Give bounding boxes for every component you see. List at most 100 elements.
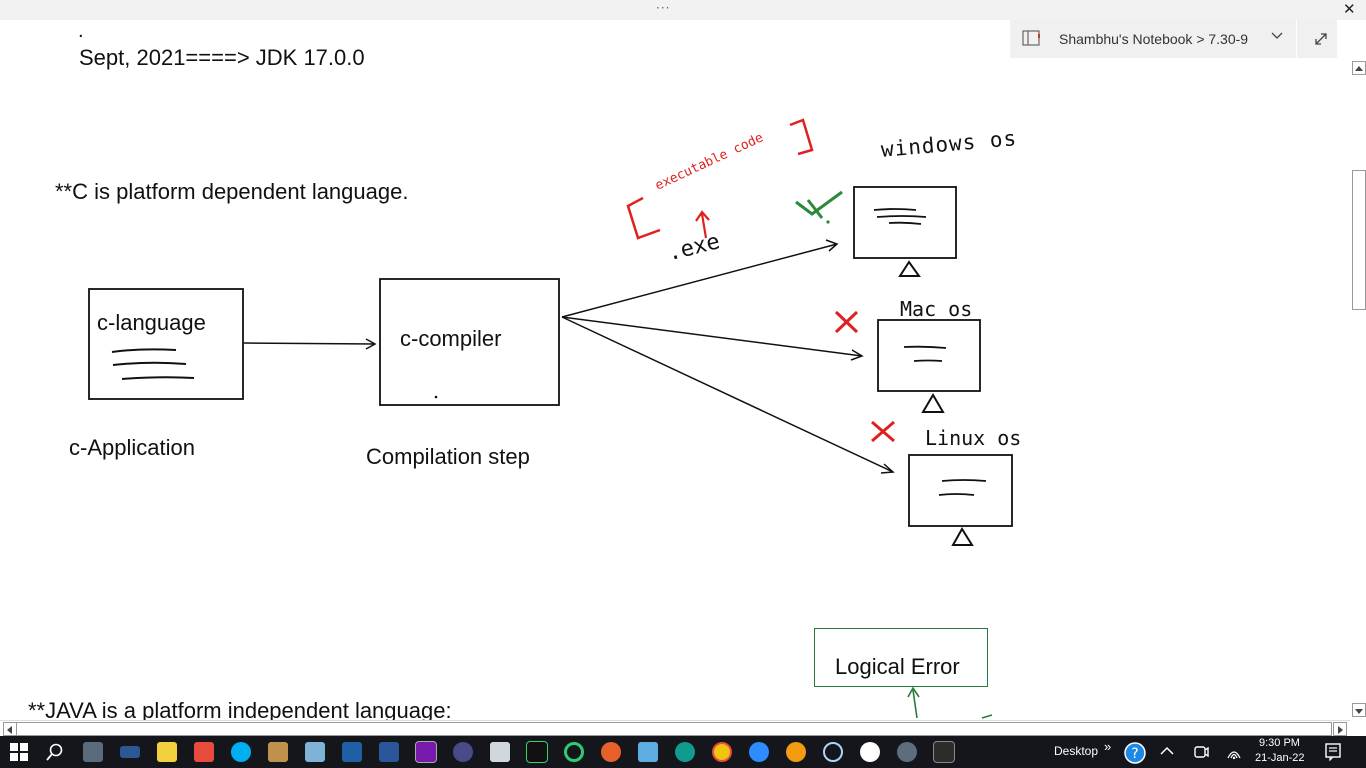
skype-icon[interactable] [231,742,251,762]
red-arrow [700,213,708,239]
zoom-icon[interactable] [749,742,769,762]
red-cross-icon [834,310,859,334]
linux-monitor [908,454,1013,527]
notepad-icon[interactable] [157,742,177,762]
stray-dot: . [78,20,84,42]
scroll-left-button[interactable] [3,722,17,736]
c-platform-statement: **C is platform dependent language. [55,179,409,204]
windows-monitor [853,186,957,259]
arrow-to-linux [561,316,894,473]
chevron-up-icon[interactable] [1160,746,1174,756]
c-compiler-label: c-compiler [400,326,502,351]
divider [1296,20,1297,58]
scribble-line [941,479,987,482]
app-icon[interactable] [342,742,362,762]
mac-os-label: Mac os [900,297,973,321]
notes-icon[interactable] [305,742,325,762]
close-icon[interactable]: ✕ [1343,0,1356,18]
compilation-step-caption: Compilation step [366,444,530,469]
arrow-head [365,338,377,350]
notification-icon[interactable] [1325,743,1341,761]
horizontal-scrollbar[interactable] [0,720,1350,737]
red-cross-icon [871,420,895,443]
stray-mark [434,395,438,399]
clock-date[interactable]: 21-Jan-22 [1255,752,1305,764]
red-bracket-left [626,196,661,240]
file-viewer-icon[interactable] [490,742,510,762]
scribble-line [112,361,187,366]
scribble-line [913,359,943,362]
arrow-to-compiler [243,342,376,345]
onenote-icon[interactable] [415,741,437,763]
app-icon[interactable] [786,742,806,762]
horizontal-scroll-thumb[interactable] [16,722,1332,736]
clock-time[interactable]: 9:30 PM [1259,737,1300,749]
mac-monitor [877,319,981,392]
notebook-navigation-bar: Shambhu's Notebook > 7.30-9 [1010,20,1337,58]
arrow-head [825,239,839,252]
terminal-icon[interactable] [933,741,955,763]
triangle-up-icon [1355,66,1363,71]
ink-dot [826,220,830,224]
arrow-to-mac [561,316,863,357]
app-icon[interactable] [860,742,880,762]
chevron-down-icon[interactable] [1271,32,1283,40]
app-icon[interactable] [453,742,473,762]
red-bracket-right [789,118,814,156]
search-icon[interactable] [46,743,64,761]
scribble-line [876,215,927,218]
edge-icon[interactable] [675,742,695,762]
logical-error-label: Logical Error [835,654,960,679]
ink-drawing [88,118,1013,719]
scribble-line [938,493,975,496]
chrome-icon[interactable] [712,742,732,762]
keyboard-icon[interactable] [120,746,140,758]
triangle-left-icon [7,726,12,734]
page-canvas[interactable]: . Sept, 2021====> JDK 17.0.0 **C is plat… [0,20,1350,720]
snowflake-icon[interactable] [823,742,843,762]
wordpad-icon[interactable] [268,742,288,762]
monitor-stand [951,527,974,546]
expand-icon[interactable] [1313,31,1329,47]
desktop-toolbar-label[interactable]: Desktop [1054,744,1099,758]
green-arrow [912,689,918,719]
scribble-line [873,208,917,211]
green-check-icon [795,190,843,216]
wifi-icon[interactable] [1226,744,1242,760]
scroll-up-button[interactable] [1352,61,1366,75]
linux-os-label: Linux os [925,426,1022,450]
notebook-breadcrumb[interactable]: Shambhu's Notebook > 7.30-9 [1059,31,1249,47]
scroll-down-button[interactable] [1352,703,1366,717]
red-arrow-head [695,210,710,222]
firefox-icon[interactable] [601,742,621,762]
triangle-down-icon [1355,709,1363,714]
logical-error-box [814,628,988,687]
notebook-icon[interactable] [1022,30,1040,46]
c-language-label: c-language [97,310,206,335]
paint-icon[interactable] [194,742,214,762]
drag-grip[interactable]: ··· [656,1,671,15]
app-icon[interactable] [897,742,917,762]
monitor-icon[interactable] [638,742,658,762]
arrow-head [850,349,864,361]
toolbar-overflow[interactable]: » [1104,739,1112,754]
c-application-caption: c-Application [69,435,195,460]
green-check-icon [806,199,824,219]
word-icon[interactable] [379,742,399,762]
vertical-scrollbar[interactable] [1350,60,1366,716]
scribble-line [121,376,195,380]
help-icon[interactable]: ? [1124,742,1146,764]
green-ink [981,714,993,719]
sync-icon[interactable] [564,742,584,762]
scribble-line [888,221,922,225]
calculator-icon[interactable] [83,742,103,762]
meet-now-icon[interactable] [1193,744,1209,760]
vertical-scroll-thumb[interactable] [1352,170,1366,310]
scroll-right-button[interactable] [1333,722,1347,736]
pycharm-icon[interactable] [526,741,548,763]
monitor-stand [898,260,921,277]
windows-start-icon[interactable] [10,743,28,761]
triangle-right-icon [1338,726,1343,734]
arrow-to-windows [561,243,838,318]
c-compiler-box [379,278,560,406]
